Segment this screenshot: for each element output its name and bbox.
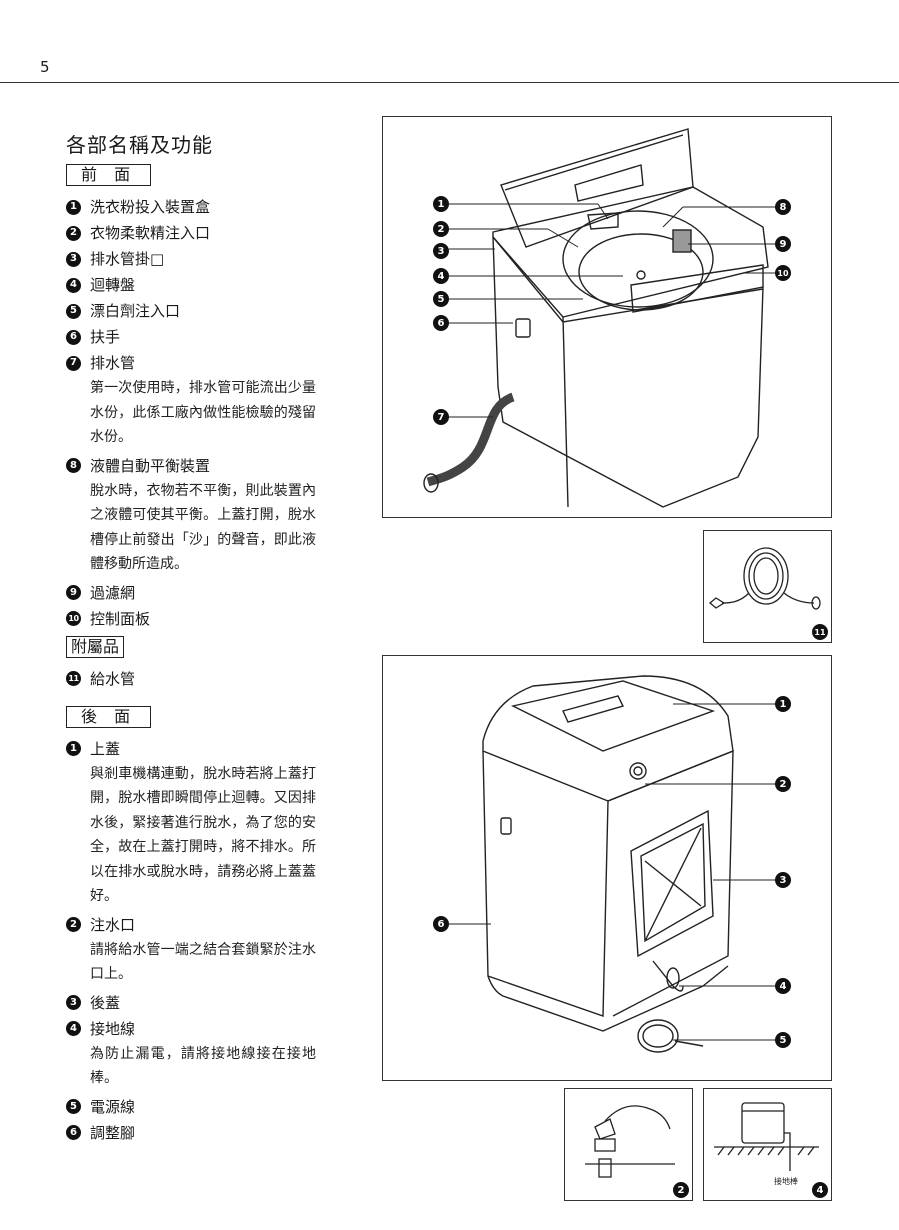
part-name: 漂白劑注入口 [90,302,181,320]
parts-description-column: 各部名稱及功能 前 面 1 洗衣粉投入裝置盒 2 衣物柔軟精注入口 3 排水管掛□ 4 迴轉盤… [66,132,316,1146]
part-number-badge: 10 [66,611,81,626]
callout-1: 1 [433,196,449,212]
part-item: 4 接地線 [66,1016,316,1042]
part-number-badge: 6 [66,1125,81,1140]
back-callout-lines [449,703,775,1041]
front-callout-lines [449,203,775,418]
part-number-badge: 9 [66,585,81,600]
part-item: 10 控制面板 [66,606,316,632]
part-number-badge: 5 [66,1099,81,1114]
part-number-badge: 1 [66,199,81,215]
part-item: 2 注水口 [66,912,316,938]
part-item: 3 後蓋 [66,990,316,1016]
back-view-figure: 1 2 3 4 5 6 [382,655,832,1081]
callout-10: 10 [775,265,791,281]
ground-rod-label: 接地棒 [774,1177,798,1186]
accessories-list: 11 給水管 [66,666,316,692]
part-number-badge: 5 [66,303,81,319]
callout-6: 6 [433,315,449,331]
callout-4: 4 [433,268,449,284]
water-hose-figure: 11 [703,530,832,643]
part-item: 5 漂白劑注入口 [66,298,316,324]
header-divider [0,82,899,83]
part-description: 脫水時，衣物若不平衡，則此裝置內之液體可使其平衡。上蓋打開，脫水槽停止前發出「沙… [90,482,316,573]
part-item: 5 電源線 [66,1094,316,1120]
water-inlet-drawing [585,1105,675,1178]
back-callout-6: 6 [433,916,449,932]
part-number-badge: 8 [66,458,81,473]
ground-rod-drawing [714,1102,819,1171]
part-item: 6 調整腳 [66,1120,316,1146]
part-name: 控制面板 [90,609,151,628]
part-name: 接地線 [90,1019,136,1038]
back-callout-4: 4 [775,978,791,994]
callout-11: 11 [812,624,828,640]
part-item: 7 排水管 [66,350,316,376]
part-number-badge: 1 [66,741,81,756]
callout-2: 2 [433,221,449,237]
part-name: 排水管掛□ [90,250,165,268]
page-number: 5 [40,58,50,76]
inlet-callout-2: 2 [673,1182,689,1198]
washing-machine-front-drawing [423,128,769,508]
back-callout-2: 2 [775,776,791,792]
back-callout-3: 3 [775,872,791,888]
section-label-front: 前 面 [66,164,152,186]
part-name: 液體自動平衡裝置 [90,456,211,475]
part-number-badge: 3 [66,251,81,267]
callout-9: 9 [775,236,791,252]
section-label-accessories: 附屬品 [66,635,125,658]
part-name: 注水口 [90,915,136,934]
part-name: 衣物柔軟精注入口 [90,224,211,242]
part-item: 9 過濾網 [66,580,316,606]
part-name: 調整腳 [90,1123,136,1142]
callout-7: 7 [433,409,449,425]
part-description: 與剎車機構連動，脫水時若將上蓋打開，脫水槽即瞬間停止迴轉。又因排水後，緊接著進行… [90,765,316,905]
part-number-badge: 11 [66,671,81,686]
part-name: 迴轉盤 [90,276,136,294]
water-hose-drawing [708,547,821,610]
part-number-badge: 2 [66,225,81,241]
ground-rod-figure: 接地棒 4 [703,1088,832,1201]
water-inlet-figure: 2 [564,1088,693,1201]
page-title: 各部名稱及功能 [66,133,213,157]
part-item: 4 迴轉盤 [66,272,316,298]
part-item: 1 上蓋 [66,736,316,762]
section-label-back: 後 面 [66,705,152,728]
part-name: 後蓋 [90,993,121,1012]
part-number-badge: 7 [66,355,81,371]
part-description: 請將給水管一端之結合套鎖緊於注水口上。 [90,941,316,983]
front-view-figure: 1 2 3 4 5 6 7 8 9 10 [382,116,832,518]
ground-callout-4: 4 [812,1182,828,1198]
part-name: 上蓋 [90,739,121,758]
back-parts-list: 1 上蓋與剎車機構連動，脫水時若將上蓋打開，脫水槽即瞬間停止迴轉。又因排水後，緊接… [66,736,316,1146]
part-description: 第一次使用時，排水管可能流出少量水份，此係工廠內做性能檢驗的殘留水份。 [90,380,316,445]
part-item: 2 衣物柔軟精注入口 [66,220,316,246]
part-item: 6 扶手 [66,324,316,350]
part-item: 11 給水管 [66,666,316,692]
part-item: 1 洗衣粉投入裝置盒 [66,194,316,220]
part-description: 為防止漏電，請將接地線接在接地棒。 [90,1045,316,1087]
part-number-badge: 4 [66,1021,81,1036]
callout-3: 3 [433,243,449,259]
part-number-badge: 6 [66,329,81,345]
part-item: 3 排水管掛□ [66,246,316,272]
washing-machine-back-drawing [482,675,734,1053]
back-callout-1: 1 [775,696,791,712]
part-name: 洗衣粉投入裝置盒 [90,198,211,216]
part-name: 過濾網 [90,583,136,602]
callout-8: 8 [775,199,791,215]
part-item: 8 液體自動平衡裝置 [66,453,316,479]
callout-5: 5 [433,291,449,307]
part-name: 排水管 [90,354,136,372]
part-name: 給水管 [90,669,136,688]
back-callout-5: 5 [775,1032,791,1048]
part-number-badge: 4 [66,277,81,293]
part-number-badge: 2 [66,917,81,932]
part-name: 扶手 [90,328,121,346]
part-number-badge: 3 [66,995,81,1010]
part-name: 電源線 [90,1097,136,1116]
